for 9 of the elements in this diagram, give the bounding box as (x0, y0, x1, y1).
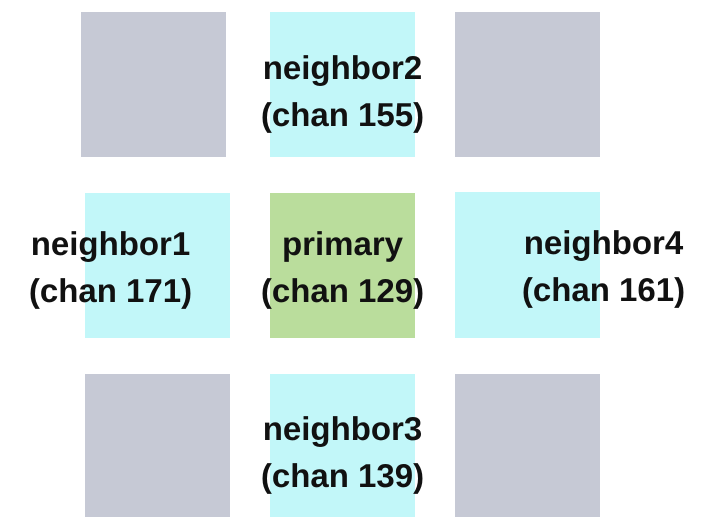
channel-label: neighbor2 (chan 155) (260, 48, 426, 135)
channel-label: neighbor4 (chan 161) (520, 223, 686, 310)
channel-label: neighbor3 (chan 139) (260, 408, 426, 496)
empty-square (81, 12, 226, 157)
empty-square (455, 374, 600, 517)
empty-square (455, 12, 600, 157)
channel-label: neighbor1 (chan 171) (28, 224, 194, 311)
empty-square (85, 374, 230, 517)
channel-label: primary (chan 129) (260, 224, 426, 311)
